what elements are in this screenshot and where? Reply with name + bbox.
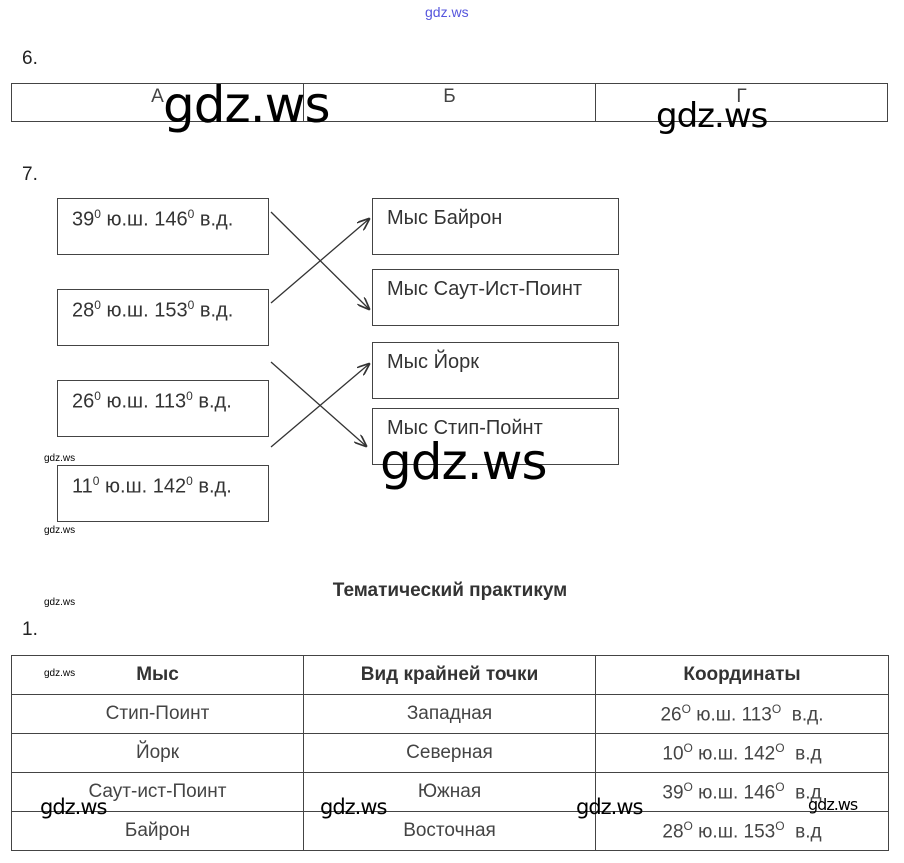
degree: O: [683, 818, 693, 833]
lon-unit: в.д.: [791, 704, 824, 726]
header-watermark: gdz.ws: [425, 4, 469, 20]
coords-cell: 39O ю.ш. 146O в.д: [595, 772, 889, 812]
watermark: gdz.ws: [656, 96, 768, 136]
watermark: gdz.ws: [40, 795, 107, 819]
degree: 0: [92, 474, 100, 488]
lat: 10: [662, 743, 684, 765]
lon-unit: в.д.: [199, 208, 234, 231]
lat-unit: ю.ш.: [106, 208, 149, 231]
lat-unit: ю.ш.: [698, 782, 739, 804]
watermark: gdz.ws: [808, 795, 858, 814]
degree: 0: [187, 298, 195, 312]
cape-box: Мыс Саут-Ист-Поинт: [372, 269, 619, 326]
lat: 39: [662, 782, 684, 804]
degree: O: [775, 740, 785, 755]
cape-cell: Байрон: [11, 811, 304, 851]
lat-unit: ю.ш.: [696, 704, 737, 726]
degree: 0: [94, 298, 101, 312]
header-type: Вид крайней точки: [303, 655, 596, 695]
lat-unit: ю.ш.: [698, 821, 739, 843]
watermark: gdz.ws: [44, 668, 76, 679]
degree: 0: [94, 389, 101, 403]
type-cell: Западная: [303, 694, 596, 734]
lat: 26: [660, 704, 682, 726]
type-cell: Южная: [303, 772, 596, 812]
lat-unit: ю.ш.: [106, 390, 149, 413]
watermark: gdz.ws: [44, 525, 76, 536]
watermark: gdz.ws: [320, 795, 387, 819]
coords-cell: 26O ю.ш. 113O в.д.: [595, 694, 889, 734]
cape-box: Мыс Стип-Пойнт: [372, 408, 619, 465]
lat: 26: [72, 390, 95, 413]
type-cell: Северная: [303, 733, 596, 773]
lon-unit: в.д.: [198, 475, 232, 498]
header-cape: Мыс: [11, 655, 304, 695]
lon: 113: [741, 704, 772, 726]
degree: 0: [186, 389, 193, 403]
lon-unit: в.д.: [199, 299, 234, 322]
degree: O: [681, 701, 691, 716]
degree: 0: [186, 474, 193, 488]
watermark: gdz.ws: [44, 453, 76, 464]
degree: O: [683, 779, 693, 794]
cape-cell: Йорк: [11, 733, 304, 773]
task7-number: 7.: [22, 164, 38, 185]
degree: O: [775, 818, 785, 833]
arrow: [270, 364, 369, 448]
lat-unit: ю.ш.: [698, 743, 739, 765]
lon-unit: в.д: [795, 821, 822, 843]
watermark: gdz.ws: [576, 795, 643, 819]
coords-cell: 28O ю.ш. 153O в.д: [595, 811, 889, 851]
coord-box: 110 ю.ш. 1420 в.д.: [57, 465, 269, 522]
lat: 39: [72, 208, 95, 231]
lon-unit: в.д.: [198, 390, 232, 413]
lon: 142: [743, 743, 776, 765]
degree: 0: [94, 207, 101, 221]
lon: 142: [152, 475, 187, 498]
lat: 11: [72, 475, 93, 498]
task1-number: 1.: [22, 619, 38, 640]
watermark: gdz.ws: [163, 76, 331, 134]
lon: 146: [743, 782, 776, 804]
table-header-row: Мыс Вид крайней точки Координаты: [11, 655, 889, 695]
type-cell: Восточная: [303, 811, 596, 851]
coords-cell: 10O ю.ш. 142O в.д: [595, 733, 889, 773]
arrow: [270, 219, 369, 304]
lon: 113: [154, 390, 187, 413]
degree: O: [683, 740, 693, 755]
task6-cell: А: [12, 84, 304, 121]
watermark: gdz.ws: [380, 433, 548, 491]
lon-unit: в.д: [795, 782, 822, 804]
lon-unit: в.д: [795, 743, 822, 765]
coord-box: 260 ю.ш. 1130 в.д.: [57, 380, 269, 437]
capes-table: Мыс Вид крайней точки Координаты Стип-По…: [11, 655, 889, 851]
cape-box: Мыс Байрон: [372, 198, 619, 255]
coord-box: 280 ю.ш. 1530 в.д.: [57, 289, 269, 346]
section-title: Тематический практикум: [332, 580, 568, 601]
arrow: [270, 361, 366, 446]
task6-cell: Г: [736, 86, 747, 107]
cape-cell: Стип-Поинт: [11, 694, 304, 734]
degree: 0: [187, 207, 195, 221]
header-coords: Координаты: [595, 655, 889, 695]
lon: 146: [154, 208, 188, 231]
degree: O: [775, 779, 785, 794]
task6-table: А Б Г: [11, 83, 888, 122]
lon: 153: [743, 821, 776, 843]
lat-unit: ю.ш.: [106, 299, 149, 322]
watermark: gdz.ws: [44, 597, 76, 608]
cape-box: Мыс Йорк: [372, 342, 619, 399]
coord-box: 390 ю.ш. 1460 в.д.: [57, 198, 269, 255]
task6-number: 6.: [22, 48, 38, 69]
task6-cell: Б: [304, 84, 596, 121]
lat: 28: [662, 821, 684, 843]
degree: O: [771, 701, 782, 716]
lat: 28: [72, 299, 95, 322]
lon: 153: [154, 299, 188, 322]
lat-unit: ю.ш.: [105, 475, 148, 498]
